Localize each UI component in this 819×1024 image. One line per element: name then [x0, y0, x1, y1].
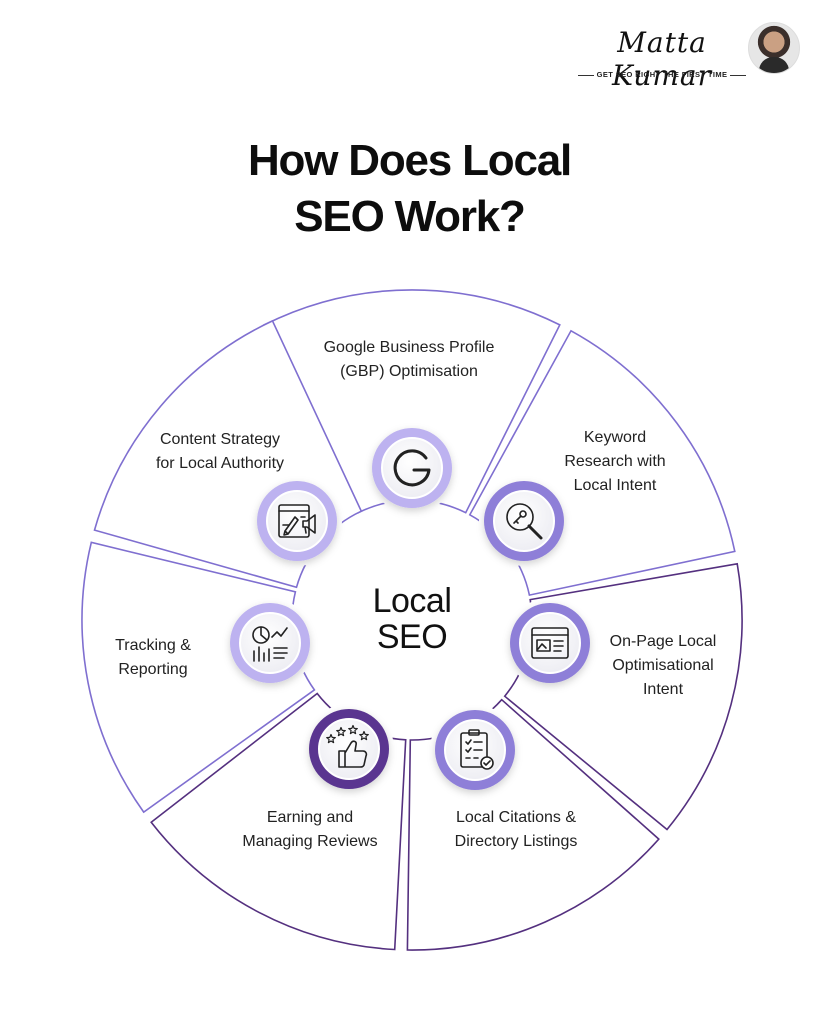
magnifier-key-icon — [479, 476, 569, 566]
center-label-line-2: SEO — [377, 618, 447, 656]
segment-keyword-label: Research with — [564, 453, 665, 470]
segment-citations-label: Local Citations & — [456, 809, 576, 826]
segment-tracking-label: Reporting — [118, 661, 187, 678]
title-line-1: How Does Local — [247, 136, 572, 185]
center-label-line-1: Local — [373, 582, 452, 620]
brand-tagline: GET SEO RIGHT THE FIRST TIME — [596, 70, 728, 79]
segment-citations-label: Directory Listings — [455, 833, 578, 850]
segment-reviews-label: Earning and — [267, 809, 353, 826]
divider — [578, 75, 594, 76]
segment-onpage-label: Intent — [643, 681, 684, 698]
brand-name: Matta Kumar — [612, 26, 712, 92]
brand-logo: Matta Kumar GET SEO RIGHT THE FIRST TIME — [578, 20, 803, 92]
content-marketing-icon — [252, 476, 342, 566]
checklist-clipboard-icon — [430, 705, 520, 795]
page-title: How Does Local SEO Work? — [0, 133, 819, 245]
avatar — [748, 22, 800, 74]
segment-onpage-label: On-Page Local — [610, 633, 717, 650]
title-line-2: SEO Work? — [294, 192, 526, 241]
segment-gbp-label: (GBP) Optimisation — [340, 363, 478, 380]
segment-keyword-label: Keyword — [584, 429, 646, 446]
segment-gbp-label: Google Business Profile — [324, 339, 495, 356]
analytics-dashboard-icon — [225, 598, 315, 688]
segment-content-label: Content Strategy — [160, 431, 280, 448]
google-g-icon — [367, 423, 457, 513]
segment-onpage-label: Optimisational — [612, 657, 713, 674]
webpage-icon — [505, 598, 595, 688]
divider — [730, 75, 746, 76]
thumbs-up-stars-icon — [304, 704, 394, 794]
segment-content-label: for Local Authority — [156, 455, 284, 472]
segment-reviews-label: Managing Reviews — [242, 833, 377, 850]
segment-keyword-label: Local Intent — [574, 477, 657, 494]
segment-tracking-label: Tracking & — [115, 637, 191, 654]
